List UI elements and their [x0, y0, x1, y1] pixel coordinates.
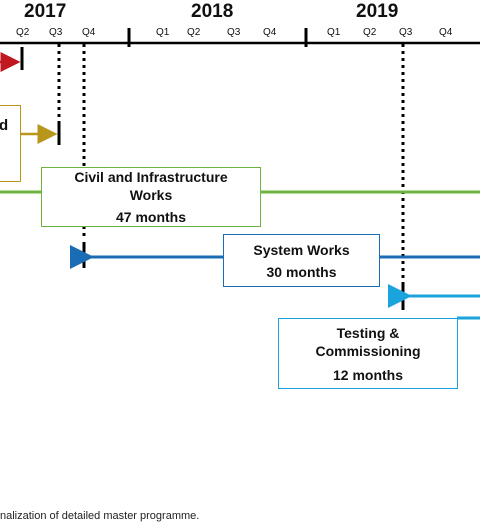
quarter-label: Q2 — [16, 27, 30, 38]
testing-duration: 12 months — [332, 366, 403, 383]
year-2018-label: 2018 — [191, 1, 234, 22]
cut-off-activity-box: d — [0, 105, 21, 182]
testing-title-line2: Commissioning — [315, 342, 421, 359]
footnote: nalization of detailed master programme. — [0, 510, 200, 522]
civil-works-box: Civil and Infrastructure Works 47 months — [41, 167, 261, 227]
system-works-duration: 30 months — [266, 263, 337, 280]
quarter-label: Q2 — [363, 27, 377, 38]
testing-commissioning-box: Testing & Commissioning 12 months — [278, 318, 458, 389]
quarter-label: Q2 — [187, 27, 201, 38]
year-2017-label: 2017 — [24, 1, 67, 22]
quarter-label: Q3 — [227, 27, 241, 38]
quarter-label: Q4 — [439, 27, 453, 38]
year-2019-label: 2019 — [356, 1, 399, 22]
system-works-title: System Works — [253, 241, 350, 258]
cut-off-activity-label: d — [0, 117, 9, 134]
system-works-box: System Works 30 months — [223, 234, 380, 287]
quarter-label: Q4 — [263, 27, 277, 38]
quarter-label: Q4 — [82, 27, 96, 38]
quarter-label: Q3 — [399, 27, 413, 38]
quarter-label: Q1 — [156, 27, 170, 38]
civil-works-title-line1: Civil and Infrastructure — [74, 169, 228, 185]
quarter-label: Q1 — [327, 27, 341, 38]
civil-works-duration: 47 months — [115, 209, 186, 225]
quarter-label: Q3 — [49, 27, 63, 38]
civil-works-title-line2: Works — [129, 187, 173, 203]
testing-title-line1: Testing & — [336, 324, 400, 341]
